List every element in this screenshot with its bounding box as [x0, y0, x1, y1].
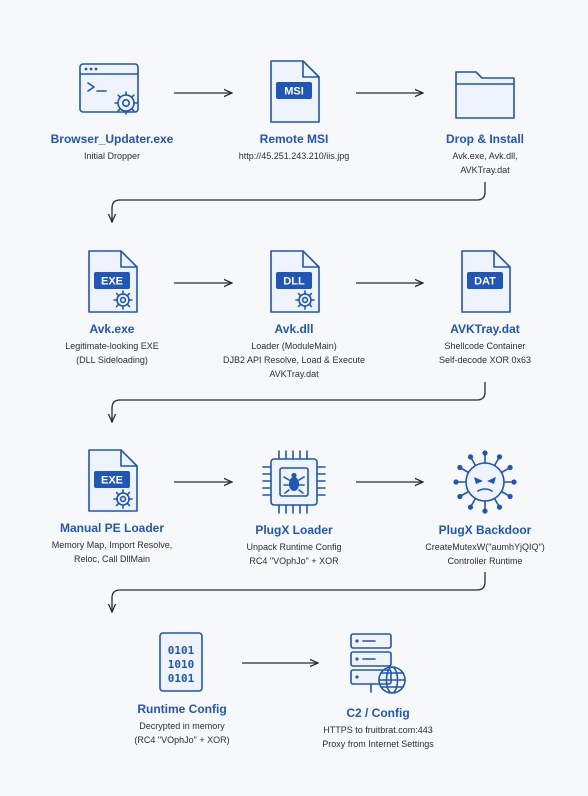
node-title: PlugX Backdoor: [438, 523, 532, 537]
node-description: (RC4 "VOphJo" + XOR): [134, 735, 230, 745]
file-badge: DAT: [474, 276, 496, 288]
node-description: Loader (ModuleMain): [251, 341, 337, 351]
virus-icon: [400, 447, 570, 517]
exe-file-icon: EXE: [27, 447, 197, 515]
binary-row: 0101: [168, 672, 195, 685]
file-badge: EXE: [101, 475, 123, 487]
node-description: Memory Map, Import Resolve,: [51, 540, 173, 550]
node-description: Controller Runtime: [447, 556, 523, 566]
node-title: Runtime Config: [137, 702, 227, 716]
node-description: Initial Dropper: [83, 151, 141, 161]
window-gear-icon: [27, 58, 197, 126]
chip-bug-icon: [209, 447, 379, 517]
node-description: HTTPS to fruitbrat.com:443: [323, 725, 433, 735]
node-description: Reloc, Call DllMain: [73, 554, 151, 564]
node-title: Browser_Updater.exe: [50, 132, 174, 146]
file-badge: MSI: [284, 86, 304, 98]
server-globe-icon: [293, 630, 463, 700]
node-title: Drop & Install: [445, 132, 524, 146]
flow-arrow-wrap: [112, 572, 486, 612]
node-description: AVKTray.dat: [460, 165, 510, 175]
msi-file-icon: MSI: [209, 58, 379, 126]
node-title: Manual PE Loader: [59, 521, 165, 535]
binary-row: 0101: [168, 644, 195, 657]
node-description: http://45.251.243.210/iis.jpg: [238, 151, 350, 161]
node-description: CreateMutexW("aumhYjQIQ"): [425, 542, 545, 552]
node-title: Avk.dll: [274, 322, 314, 336]
node-title: Remote MSI: [259, 132, 329, 146]
file-badge: EXE: [101, 276, 123, 288]
dat-file-icon: DAT: [400, 248, 570, 316]
node-description: DJB2 API Resolve, Load & Execute: [222, 355, 366, 365]
file-badge: DLL: [283, 276, 305, 288]
node-description: Avk.exe, Avk.dll,: [452, 151, 518, 161]
node-description: Legitimate-looking EXE: [65, 341, 159, 351]
binary-row: 1010: [168, 658, 195, 671]
flow-arrow-wrap: [112, 182, 486, 222]
node-description: RC4 "VOphJo" + XOR: [249, 556, 339, 566]
node-remote-msi: MSI Remote MSI http://45.251.243.210/iis.j…: [209, 58, 379, 163]
flow-arrow-wrap: [112, 382, 486, 422]
node-description: Decrypted in memory: [139, 721, 225, 731]
exe-file-icon: EXE: [27, 248, 197, 316]
node-description: Unpack Runtime Config: [246, 542, 342, 552]
node-title: PlugX Loader: [255, 523, 333, 537]
node-description: Proxy from Internet Settings: [322, 739, 434, 749]
node-title: C2 / Config: [346, 706, 410, 720]
folder-icon: [400, 58, 570, 126]
node-title: Avk.exe: [89, 322, 135, 336]
node-title: AVKTray.dat: [450, 322, 520, 336]
node-description: (DLL Sideloading): [76, 355, 148, 365]
node-description: Shellcode Container: [444, 341, 526, 351]
dll-file-icon: DLL: [209, 248, 379, 316]
node-description: Self-decode XOR 0x63: [438, 355, 532, 365]
node-description: AVKTray.dat: [269, 369, 319, 379]
